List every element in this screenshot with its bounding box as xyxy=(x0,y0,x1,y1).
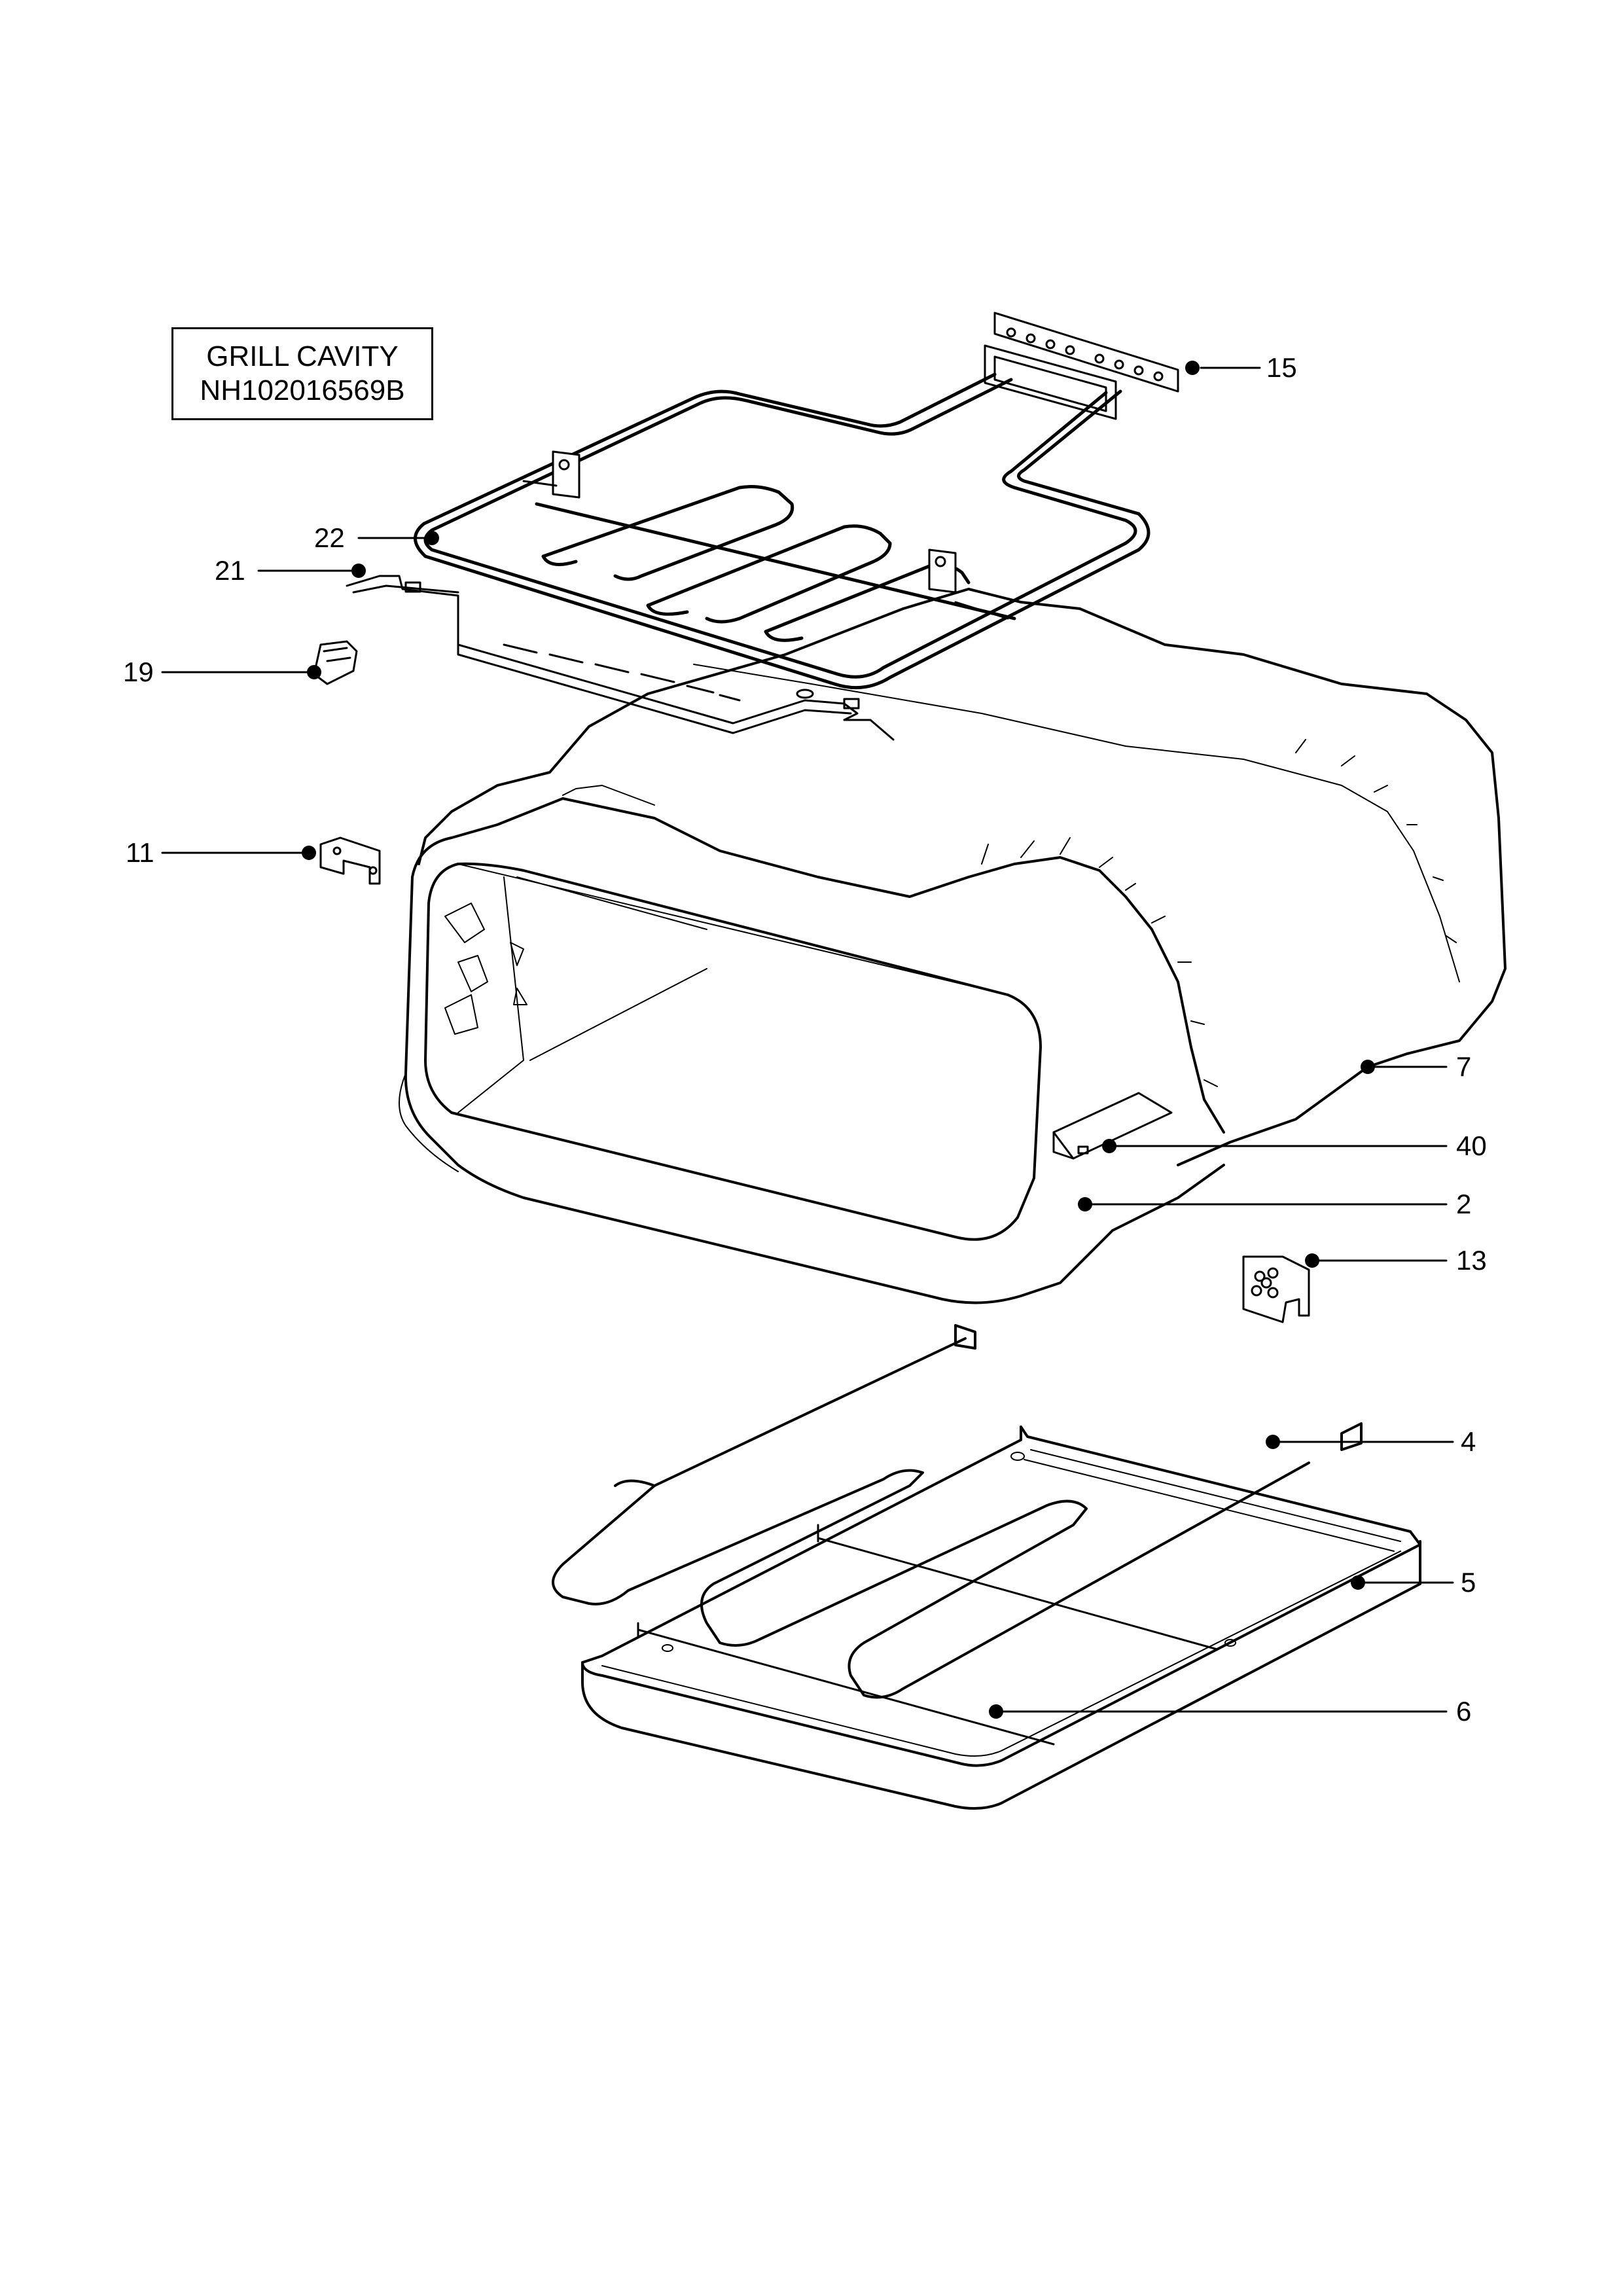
diagram-title-box: GRILL CAVITY NH102016569B xyxy=(171,327,433,420)
runner-rail-part-40 xyxy=(1052,1092,1173,1160)
callout-11: 11 xyxy=(126,837,154,868)
callout-21: 21 xyxy=(215,555,245,586)
callout-15: 15 xyxy=(1266,352,1297,383)
callout-2: 2 xyxy=(1456,1189,1472,1219)
callout-7: 7 xyxy=(1456,1051,1472,1082)
oven-cavity-part-2 xyxy=(399,836,1225,1304)
callout-22: 22 xyxy=(314,522,345,553)
callout-40: 40 xyxy=(1456,1130,1487,1161)
callout-13: 13 xyxy=(1456,1245,1487,1276)
leader-dots xyxy=(302,361,1375,1719)
callout-4: 4 xyxy=(1461,1426,1476,1457)
diagram-title: GRILL CAVITY xyxy=(206,340,399,372)
bottom-heating-element-part-6 xyxy=(552,1324,1363,1746)
terminal-plate-part-13 xyxy=(1242,1255,1310,1323)
callout-6: 6 xyxy=(1456,1696,1472,1727)
diagram-part-number: NH102016569B xyxy=(200,374,405,406)
bottom-panel-part-5 xyxy=(581,1426,1421,1810)
grill-element-brackets xyxy=(522,450,1009,620)
grill-heating-element-part-22 xyxy=(414,372,1150,690)
grill-support-plate-part-21 xyxy=(346,575,895,741)
mounting-bracket-part-11 xyxy=(319,836,381,885)
leader-lines xyxy=(161,367,1454,1713)
thermal-clip-part-19 xyxy=(313,640,358,685)
terminal-bracket-part-15 xyxy=(984,312,1179,420)
callout-19: 19 xyxy=(123,656,154,687)
callout-5: 5 xyxy=(1461,1567,1476,1598)
